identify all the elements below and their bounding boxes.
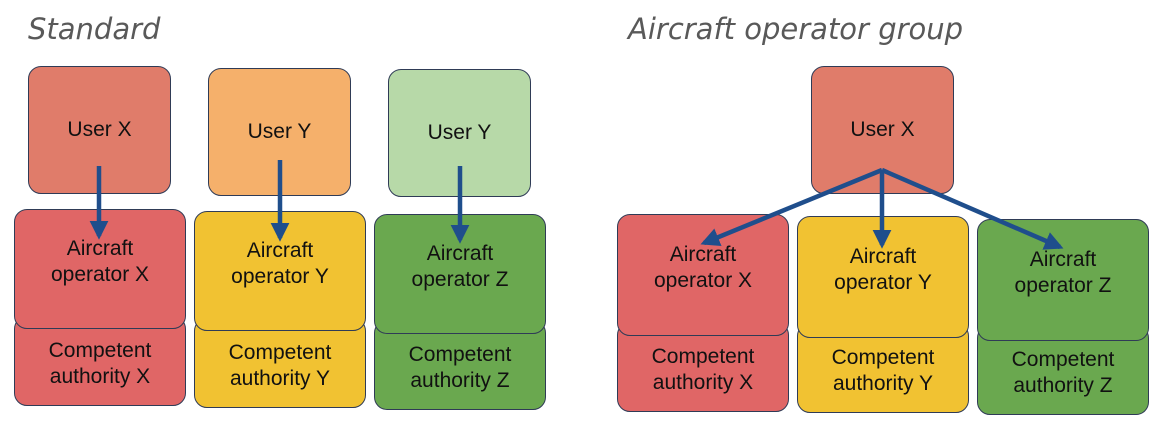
standard-authority-y-box: Competent authority Y bbox=[194, 318, 366, 408]
standard-operator-y-box: Aircraft operator Y bbox=[194, 211, 366, 331]
standard-authority-x-box: Competent authority X bbox=[14, 316, 186, 406]
group-authority-y-box: Competent authority Y bbox=[797, 323, 969, 413]
group-operator-y-box: Aircraft operator Y bbox=[797, 216, 969, 338]
arrow-group-user-to-operator-z bbox=[881, 167, 1064, 250]
group-title: Aircraft operator group bbox=[628, 12, 964, 46]
standard-title: Standard bbox=[28, 12, 161, 46]
standard-authority-z-box: Competent authority Z bbox=[374, 320, 546, 410]
arrow-group-user-to-operator-x bbox=[700, 167, 883, 247]
group-authority-x-box: Competent authority X bbox=[617, 322, 789, 412]
